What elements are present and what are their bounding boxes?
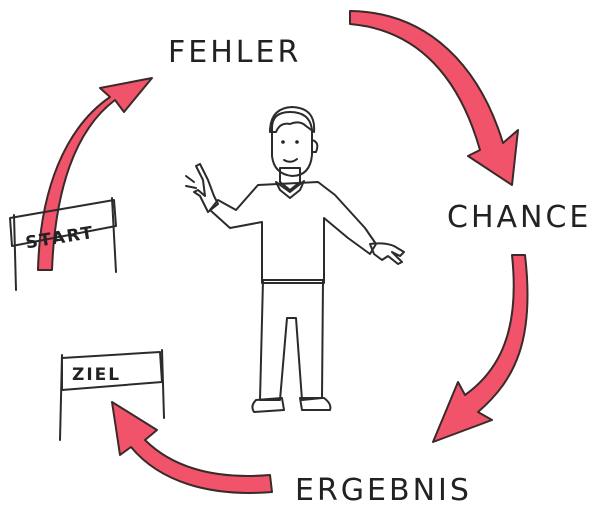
person-hair <box>269 106 316 133</box>
cycle-arrow-ergebnis-to-ziel <box>111 401 273 494</box>
person-left-shoe <box>251 397 285 413</box>
person-trousers <box>259 279 324 401</box>
start-flag-label: START <box>24 223 96 254</box>
person-eye-left <box>281 140 285 144</box>
ziel-flag-label: ZIEL <box>72 365 121 385</box>
person-figure <box>185 106 405 413</box>
person-shirt <box>209 181 377 284</box>
person-ear <box>311 139 319 153</box>
person-right-hand <box>369 242 405 265</box>
person-left-fingers <box>185 175 197 189</box>
person-mouth <box>283 158 298 163</box>
person-head <box>271 111 313 177</box>
cycle-arrow-start-to-fehler <box>37 77 153 271</box>
label-ergebnis: ERGEBNIS <box>295 473 472 508</box>
person-collar <box>275 180 305 199</box>
person-left-hand <box>193 163 219 213</box>
start-flag-banner <box>9 199 117 247</box>
ziel-flag: ZIEL <box>59 349 165 441</box>
start-flag: START <box>9 197 117 291</box>
person-right-shoe <box>299 397 332 411</box>
person-eye-right <box>295 140 299 144</box>
cycle-arrow-fehler-to-chance <box>349 10 519 186</box>
label-fehler: FEHLER <box>168 35 301 70</box>
ziel-flag-banner <box>61 351 163 391</box>
person-neck <box>279 167 301 191</box>
cycle-arrow-chance-to-ergebnis <box>432 254 529 443</box>
label-chance: CHANCE <box>447 200 591 235</box>
